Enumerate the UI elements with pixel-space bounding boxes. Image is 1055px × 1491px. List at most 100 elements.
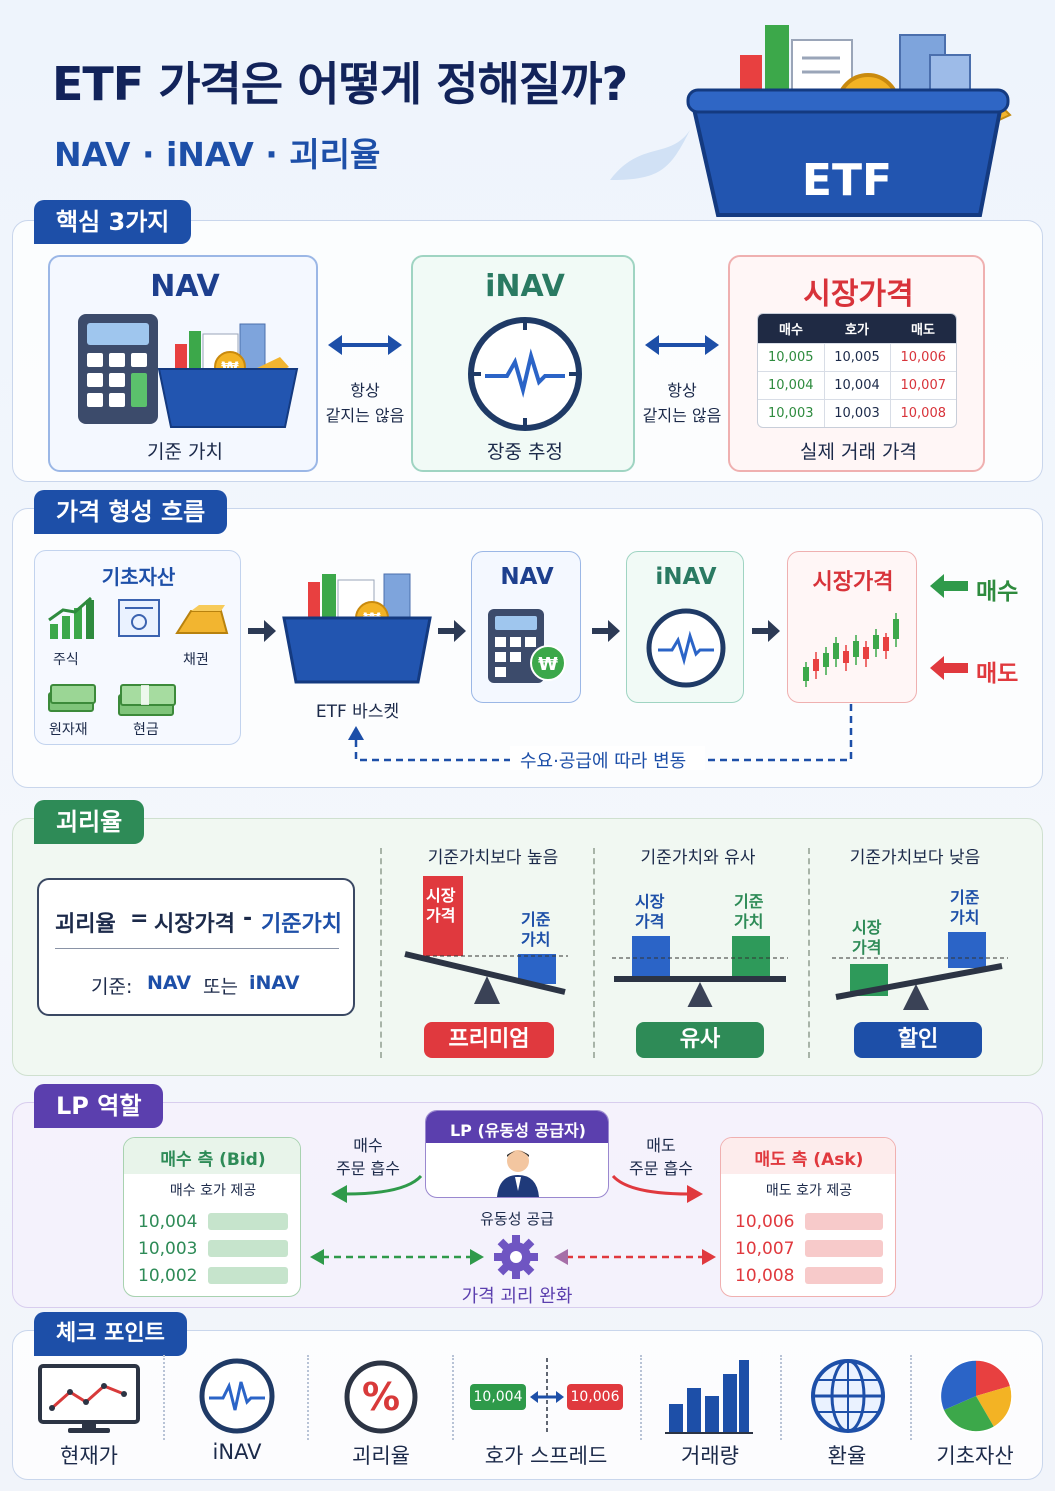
case-discount-nav: 기준 가치: [950, 888, 980, 927]
base-assets-title: 기초자산: [101, 565, 176, 589]
quote-header-cell: 호가: [824, 314, 890, 344]
ask-price: 10,007: [735, 1239, 795, 1259]
percent-circle-icon: %: [344, 1360, 418, 1434]
asset-label-cash: 현금: [133, 722, 159, 738]
premium-badge: 프리미엄: [424, 1022, 554, 1058]
liquidity-balance-arrows: [310, 1235, 716, 1279]
page-title: ETF 가격은 어떻게 정해질까?: [52, 57, 628, 111]
check-item-volume: 거래량: [681, 1444, 739, 1468]
link-label-2-top: 항상: [667, 381, 697, 400]
flow-arrow-icon: [592, 620, 620, 642]
lp-center-caption: 유동성 공급: [480, 1210, 554, 1228]
case-similar-nav: 기준 가치: [734, 892, 764, 931]
link-label-1-top: 항상: [350, 381, 380, 400]
spread-arrow-icon: [530, 1358, 564, 1434]
formula-divider: [55, 948, 339, 949]
bid-subtitle: 매수 호가 제공: [169, 1183, 257, 1199]
base-assets-card: 기초자산 주식 채권 원자재 현금: [34, 550, 241, 745]
volume-bars-icon: [665, 1360, 753, 1434]
ask-subtitle: 매도 호가 제공: [765, 1183, 853, 1199]
bid-bar: [208, 1213, 288, 1230]
check-item-premium: 괴리율: [352, 1444, 410, 1468]
asset-label-bond: 채권: [183, 652, 209, 668]
quote-cell: 10,004: [758, 371, 824, 400]
flow-nav-title: NAV: [500, 564, 554, 590]
flow-market-card: 시장가격: [787, 551, 917, 703]
buy-label: 매수: [976, 579, 1019, 605]
divider: [808, 848, 810, 1058]
link-label-2-bottom: 같지는 않음: [642, 406, 722, 425]
divider: [640, 1355, 642, 1440]
bid-price: 10,004: [138, 1212, 198, 1232]
basket-caption: ETF 바스켓: [315, 702, 400, 722]
right-arrow-label-2: 주문 흡수: [629, 1159, 693, 1178]
formula-minus: -: [243, 906, 253, 931]
gear-caption: 가격 괴리 완화: [461, 1286, 573, 1307]
ask-card-header: [721, 1138, 895, 1174]
flow-inav-title: iNAV: [655, 564, 717, 590]
money-bundle-icon: [118, 684, 176, 716]
case-title-premium: 기준가치보다 높음: [427, 848, 559, 868]
feedback-dashed-arrow: [348, 704, 853, 770]
ask-card: 매도 측 (Ask) 매도 호가 제공 10,006 10,007 10,008: [720, 1137, 896, 1297]
ask-bar: [805, 1240, 883, 1257]
gauge-pulse-icon: [199, 1358, 275, 1434]
ask-price: 10,006: [735, 1212, 795, 1232]
check-item-current-price: 현재가: [60, 1444, 118, 1468]
case-similar-market: 시장 가격: [635, 892, 665, 931]
flow-arrow-icon: [752, 620, 780, 642]
cash-stack-icon: [48, 684, 96, 712]
right-arrow-label-1: 매도: [646, 1136, 676, 1155]
calculator-icon: ₩: [488, 609, 566, 683]
flow-nav-card: NAV ₩: [471, 551, 581, 703]
svg-text:₩: ₩: [538, 654, 558, 675]
case-title-similar: 기준가치와 유사: [640, 848, 756, 868]
etf-basket-hero-icon: ₩ ETF: [610, 25, 1012, 217]
lp-section-tag: LP 역할: [34, 1084, 164, 1128]
divider: [452, 1355, 454, 1440]
sell-label: 매도: [976, 661, 1019, 687]
case-discount-market: 시장 가격: [852, 918, 882, 957]
svg-text:%: %: [362, 1375, 400, 1419]
nav-card: NAV ₩ 기준 가치: [48, 255, 318, 472]
left-arrow-label-2: 주문 흡수: [336, 1159, 400, 1178]
link-label-1-bottom: 같지는 않음: [325, 406, 405, 425]
check-section-tag: 체크 포인트: [34, 1312, 187, 1356]
formula-market: 시장가격: [154, 912, 235, 937]
basis-inav: iNAV: [249, 972, 300, 994]
similar-badge: 유사: [636, 1022, 764, 1058]
bid-title: 매수 측 (Bid): [160, 1150, 266, 1170]
basis-prefix: 기준:: [91, 976, 133, 998]
monitor-chart-icon: [38, 1364, 140, 1433]
gauge-pulse-icon: [646, 608, 726, 688]
core-section-tag: 핵심 3가지: [34, 200, 192, 244]
seesaw-discount-icon: [832, 932, 1008, 1010]
quote-cell: 10,006: [889, 343, 956, 372]
globe-icon: [811, 1359, 885, 1433]
bid-price: 10,002: [138, 1266, 198, 1286]
quote-cell: 10,004: [823, 371, 890, 400]
premium-section-tag: 괴리율: [34, 800, 145, 844]
stock-chart-icon: [48, 596, 94, 639]
flow-arrow-icon: [438, 620, 466, 642]
ask-price: 10,008: [735, 1266, 795, 1286]
bid-bar: [208, 1267, 288, 1284]
lp-center-header: [426, 1111, 608, 1143]
quote-header-cell: 매수: [758, 314, 824, 344]
nav-card-caption: 기준 가치: [147, 441, 223, 463]
asset-label-stock: 주식: [53, 652, 79, 668]
nav-card-title: NAV: [150, 269, 220, 304]
bid-card: 매수 측 (Bid) 매수 호가 제공 10,004 10,003 10,002: [123, 1137, 301, 1297]
pie-chart-icon: [939, 1359, 1013, 1433]
gold-bar-icon: [175, 605, 229, 634]
flow-section-tag: 가격 형성 흐름: [34, 490, 228, 534]
quote-header-cell: 매도: [890, 314, 956, 344]
lp-center-card: LP (유동성 공급자): [425, 1110, 609, 1198]
market-card-caption: 실제 거래 가격: [800, 441, 917, 463]
spread-bid-box: 10,004: [470, 1384, 526, 1410]
ask-title: 매도 측 (Ask): [754, 1150, 864, 1170]
check-item-underlying: 기초자산: [936, 1444, 1014, 1468]
